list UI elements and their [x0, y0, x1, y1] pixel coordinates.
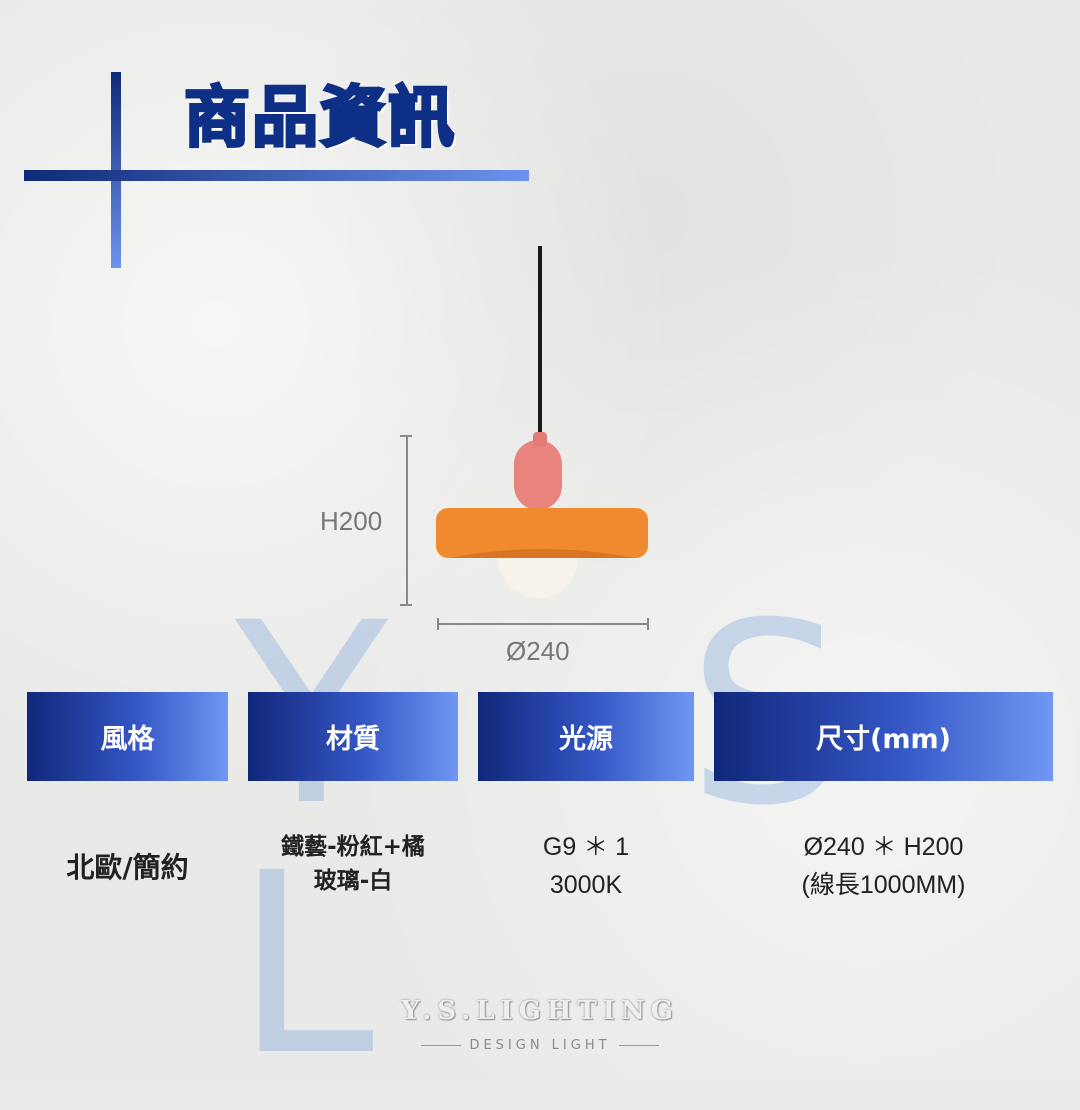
pendant-lamp-illustration	[400, 246, 649, 630]
lamp-shade	[436, 508, 648, 558]
lamp-cap-top	[533, 432, 547, 446]
lamp-cap	[514, 440, 562, 510]
spec-header-light-source: 光源	[478, 692, 694, 781]
brand-logo: Y.S.LIGHTING	[401, 996, 679, 1026]
spec-header-material: 材質	[248, 692, 458, 781]
spec-value-size: Ø240 ＊ H200 (線長1000MM)	[801, 833, 966, 899]
spec-value-style: 北歐/簡約	[66, 851, 189, 884]
header-horizontal-line	[24, 170, 529, 181]
spec-header-style: 風格	[27, 692, 228, 781]
brand-tagline: DESIGN LIGHT	[0, 1038, 1080, 1053]
spec-header-size: 尺寸(mm)	[714, 692, 1053, 781]
page-title: 商品資訊	[183, 79, 456, 157]
lamp-shade-inner	[450, 549, 634, 558]
lamp-bulb-lower	[498, 558, 578, 598]
spec-value-material: 鐵藝-粉紅+橘 玻璃-白	[281, 834, 425, 894]
diameter-label: Ø240	[506, 636, 570, 666]
height-label: H200	[320, 506, 383, 536]
spec-value-light-source: G9 ＊ 1 3000K	[542, 833, 630, 899]
